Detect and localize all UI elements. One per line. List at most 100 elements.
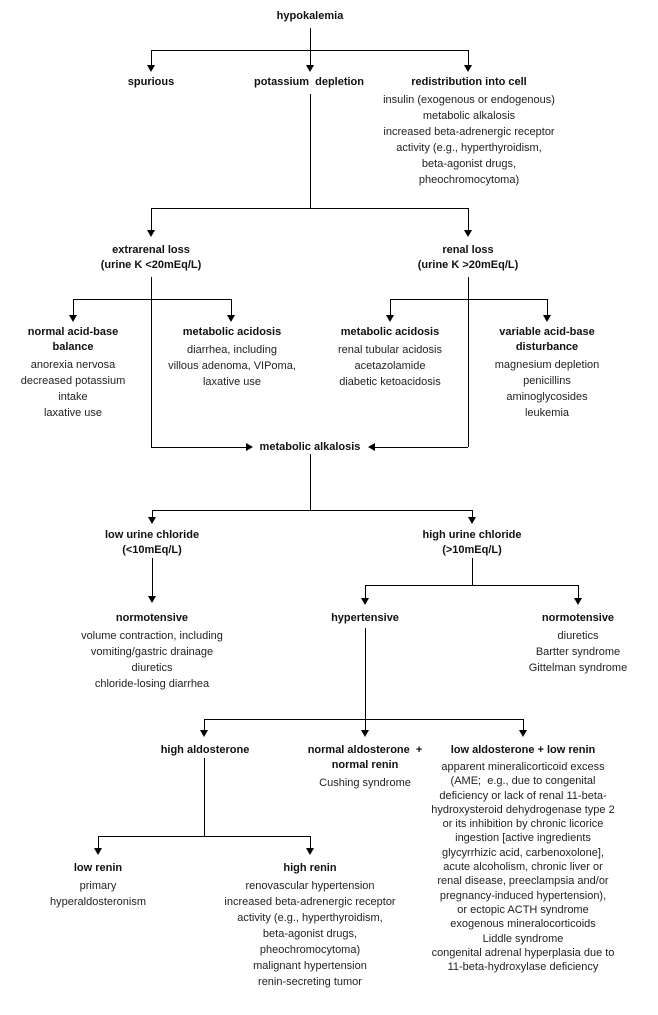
node-spurious: spurious xyxy=(101,75,201,90)
node-title: renal loss (urine K >20mEq/L) xyxy=(417,244,519,271)
flow-line-v xyxy=(204,758,205,836)
arrow-left-icon xyxy=(368,443,375,451)
node-title: potassium depletion xyxy=(253,76,364,88)
arrow-down-icon xyxy=(361,730,369,737)
flow-line-v xyxy=(310,454,311,510)
flow-line-h xyxy=(73,299,231,300)
node-body: anorexia nervosa decreased potassium int… xyxy=(20,359,126,419)
flow-line-h xyxy=(151,50,468,51)
flow-line-v xyxy=(365,585,366,598)
node-normal-aldosterone-normal-renin: normal aldosterone + normal renin Cushin… xyxy=(283,743,447,791)
node-title: hypertensive xyxy=(331,612,399,624)
node-normal-acid-base-balance: normal acid-base balance anorexia nervos… xyxy=(8,325,138,421)
node-title: low aldosterone + low renin xyxy=(450,744,596,756)
node-high-aldosterone: high aldosterone xyxy=(135,743,275,758)
node-high-renin: high renin renovascular hypertension inc… xyxy=(198,861,422,990)
node-normotensive-high-chloride: normotensive diuretics Bartter syndrome … xyxy=(500,611,656,676)
node-title: normal aldosterone + normal renin xyxy=(307,744,423,771)
arrow-down-icon xyxy=(468,517,476,524)
node-hypokalemia: hypokalemia xyxy=(250,9,370,24)
node-low-renin: low renin primary hyperaldosteronism xyxy=(23,861,173,910)
arrow-down-icon xyxy=(147,230,155,237)
node-body: renal tubular acidosis acetazolamide dia… xyxy=(338,344,442,388)
flow-line-h xyxy=(375,447,468,448)
node-extrarenal-loss: extrarenal loss (urine K <20mEq/L) xyxy=(71,243,231,273)
arrow-down-icon xyxy=(147,65,155,72)
flow-line-h xyxy=(365,585,578,586)
flow-line-h xyxy=(151,208,468,209)
node-title: extrarenal loss (urine K <20mEq/L) xyxy=(100,244,202,271)
flow-line-v xyxy=(98,836,99,848)
arrow-down-icon xyxy=(200,730,208,737)
flow-line-v xyxy=(523,719,524,730)
flow-line-v xyxy=(152,510,153,517)
flow-line-v xyxy=(310,836,311,848)
node-variable-acid-base-disturbance: variable acid-base disturbance magnesium… xyxy=(470,325,624,421)
node-title: spurious xyxy=(127,76,175,88)
node-potassium-depletion: potassium depletion xyxy=(229,75,389,90)
flow-line-v xyxy=(151,208,152,230)
node-title: normotensive xyxy=(115,612,189,624)
node-body: insulin (exogenous or endogenous) metabo… xyxy=(383,94,555,186)
node-title: hypokalemia xyxy=(276,10,344,22)
flow-line-v xyxy=(468,208,469,230)
flow-line-v xyxy=(472,558,473,585)
flow-line-v xyxy=(151,277,152,447)
flow-line-v xyxy=(152,558,153,596)
node-low-aldosterone-low-renin: low aldosterone + low renin apparent min… xyxy=(406,743,640,974)
node-title: metabolic acidosis xyxy=(340,326,440,338)
node-title: high renin xyxy=(283,862,337,874)
flow-line-v xyxy=(310,94,311,208)
node-high-urine-chloride: high urine chloride (>10mEq/L) xyxy=(397,528,547,558)
node-low-urine-chloride: low urine chloride (<10mEq/L) xyxy=(82,528,222,558)
node-metabolic-acidosis-extrarenal: metabolic acidosis diarrhea, including v… xyxy=(146,325,318,390)
node-title: high aldosterone xyxy=(160,744,250,756)
node-renal-loss: renal loss (urine K >20mEq/L) xyxy=(388,243,548,273)
flow-line-v xyxy=(390,299,391,315)
flow-line-v xyxy=(151,50,152,65)
node-body: Cushing syndrome xyxy=(319,777,411,789)
node-title: metabolic acidosis xyxy=(182,326,282,338)
flow-line-v xyxy=(73,299,74,315)
arrow-right-icon xyxy=(246,443,253,451)
node-title: normotensive xyxy=(541,612,615,624)
arrow-down-icon xyxy=(148,517,156,524)
node-body: apparent mineralicorticoid excess (AME; … xyxy=(431,761,615,974)
arrow-down-icon xyxy=(464,230,472,237)
arrow-down-icon xyxy=(148,596,156,603)
arrow-down-icon xyxy=(94,848,102,855)
node-redistribution-into-cell: redistribution into cell insulin (exogen… xyxy=(360,75,578,188)
flow-line-v xyxy=(204,719,205,730)
arrow-down-icon xyxy=(306,65,314,72)
node-body: magnesium depletion penicillins aminogly… xyxy=(494,359,600,419)
flow-line-h xyxy=(151,447,246,448)
node-normotensive-low-chloride: normotensive volume contraction, includi… xyxy=(57,611,247,692)
node-body: volume contraction, including vomiting/g… xyxy=(81,630,223,690)
flow-line-h xyxy=(204,719,523,720)
arrow-down-icon xyxy=(464,65,472,72)
node-title: redistribution into cell xyxy=(411,76,527,88)
node-title: metabolic alkalosis xyxy=(259,441,361,453)
node-title: variable acid-base disturbance xyxy=(499,326,595,353)
flow-line-v xyxy=(472,510,473,517)
node-title: low renin xyxy=(73,862,123,874)
node-title: normal acid-base balance xyxy=(27,326,119,353)
flow-line-v xyxy=(365,628,366,719)
arrow-down-icon xyxy=(227,315,235,322)
node-hypertensive: hypertensive xyxy=(310,611,420,626)
node-title: high urine chloride (>10mEq/L) xyxy=(422,529,522,556)
flow-line-v xyxy=(231,299,232,315)
node-metabolic-acidosis-renal: metabolic acidosis renal tubular acidosi… xyxy=(305,325,475,390)
flow-line-h xyxy=(152,510,472,511)
arrow-down-icon xyxy=(361,598,369,605)
flow-line-v xyxy=(547,299,548,315)
node-metabolic-alkalosis: metabolic alkalosis xyxy=(245,440,375,455)
node-body: primary hyperaldosteronism xyxy=(50,880,146,908)
arrow-down-icon xyxy=(574,598,582,605)
flow-line-v xyxy=(310,28,311,65)
arrow-down-icon xyxy=(69,315,77,322)
node-body: diarrhea, including villous adenoma, VIP… xyxy=(168,344,296,388)
arrow-down-icon xyxy=(306,848,314,855)
flow-line-h xyxy=(390,299,547,300)
